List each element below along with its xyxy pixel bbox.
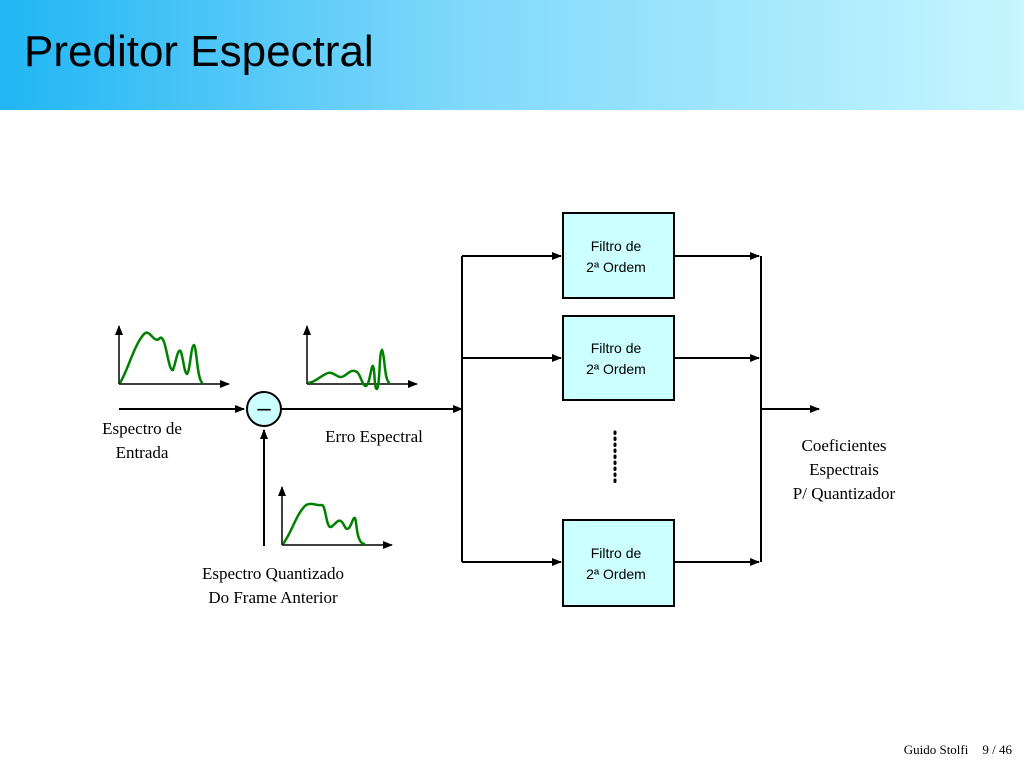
filter-2-line2: 2ª Ordem [586,361,646,377]
filter-box-2: Filtro de 2ª Ordem [562,315,675,401]
filter-box-3: Filtro de 2ª Ordem [562,519,675,607]
filter-1-line2: 2ª Ordem [586,259,646,275]
footer-author: Guido Stolfi [903,742,969,757]
input-spectrum-plot [115,325,230,388]
output-label-line2: Espectrais [809,460,879,479]
input-label-line1: Espectro de [102,419,182,438]
output-label-line3: P/ Quantizador [793,484,896,503]
error-spectrum-plot [303,325,418,391]
input-label-line2: Entrada [116,443,169,462]
footer: Guido Stolfi 9 / 46 [904,742,1012,758]
quantized-spectrum-plot [278,486,393,549]
output-label-line1: Coeficientes [802,436,887,455]
error-label: Erro Espectral [325,427,423,446]
header-band: Preditor Espectral [0,0,1024,110]
slide-title: Preditor Espectral [24,27,374,76]
filter-box-1: Filtro de 2ª Ordem [562,212,675,299]
quantized-label-line2: Do Frame Anterior [208,588,338,607]
input-spectrum-curve [118,331,204,385]
quantized-spectrum-curve [281,502,366,546]
quantized-label-line1: Espectro Quantizado [202,564,344,583]
filter-3-line2: 2ª Ordem [586,566,646,582]
error-spectrum-curve [307,348,391,391]
filter-2-line1: Filtro de [591,340,642,356]
footer-page-number: 9 / 46 [982,742,1012,757]
subtract-symbol: – [257,395,271,422]
filter-1-line1: Filtro de [591,238,642,254]
filter-3-line1: Filtro de [591,545,642,561]
